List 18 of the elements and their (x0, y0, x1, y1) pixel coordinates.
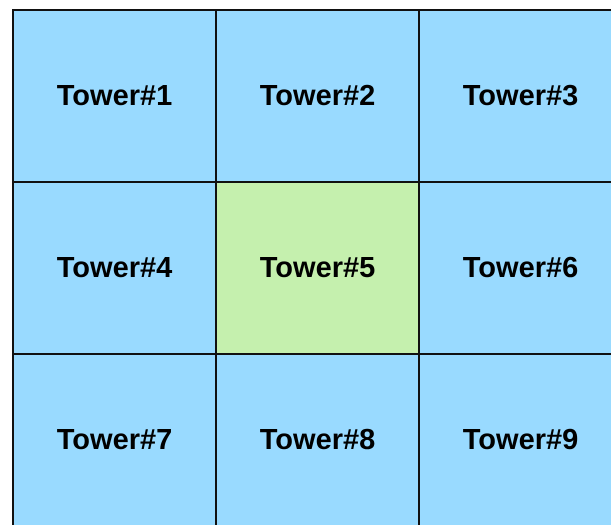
tower-tile (12, 353, 217, 525)
tower-tile (418, 353, 611, 525)
tower-label: Tower#8 (260, 424, 376, 456)
tower-label: Tower#2 (260, 80, 376, 112)
tower-tile (12, 9, 217, 183)
tower-label: Tower#9 (462, 424, 578, 456)
tower-label: Tower#7 (56, 424, 172, 456)
tower-label: Tower#1 (56, 80, 172, 112)
tower-tile (215, 9, 420, 183)
tower-label: Tower#5 (260, 252, 376, 284)
tower-label: Tower#4 (56, 252, 172, 284)
tower-label: Tower#3 (462, 80, 578, 112)
tower-label: Tower#6 (462, 252, 578, 284)
tower-tile (12, 181, 217, 355)
tower-tile (215, 353, 420, 525)
tower-tile (215, 181, 420, 355)
tower-tile (418, 9, 611, 183)
tower-tile (418, 181, 611, 355)
